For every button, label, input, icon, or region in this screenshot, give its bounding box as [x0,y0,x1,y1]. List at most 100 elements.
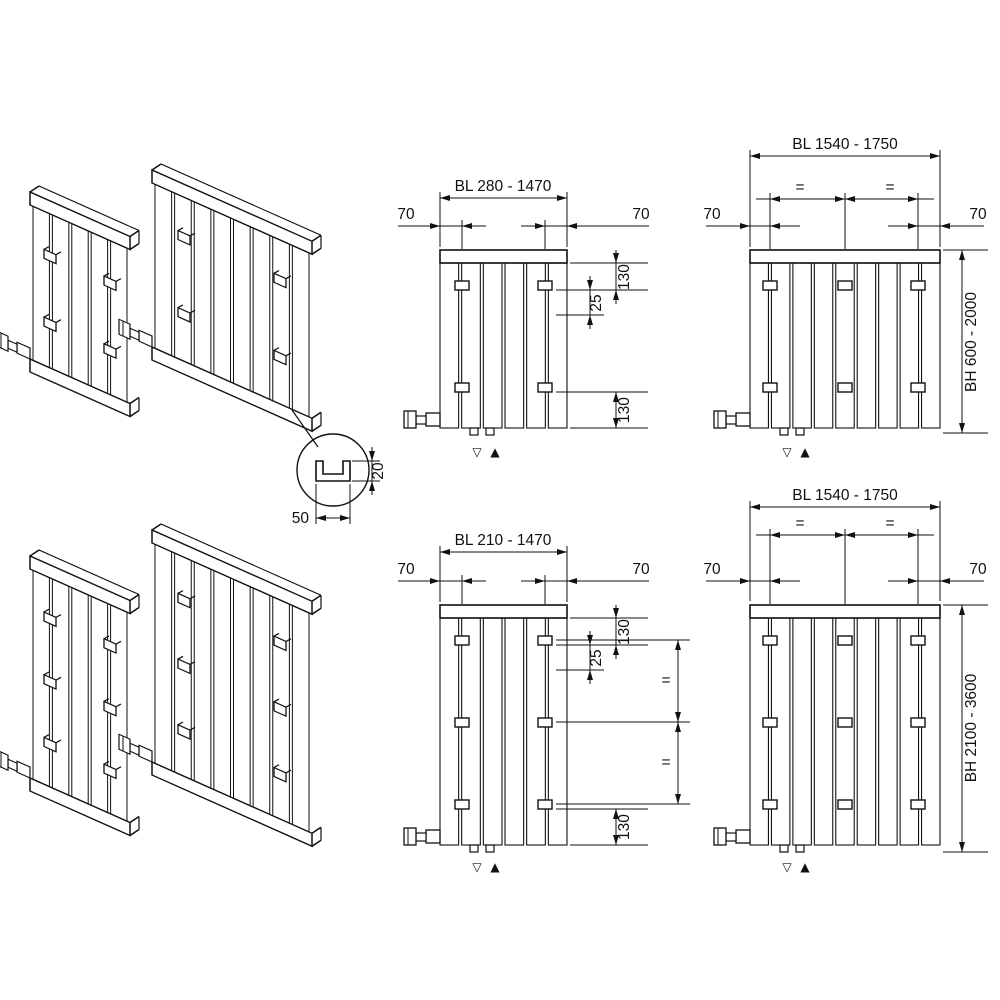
label-bl-bottom-narrow: BL 210 - 1470 [455,532,552,549]
arrowhead [440,195,450,201]
depth-edge [129,606,140,615]
depth-edge [273,347,280,351]
radiator-slat [547,262,568,429]
depth-edge [177,655,184,660]
vent-open-symbol: ▽ [472,445,482,459]
label-25-top-narrow: 25 [588,294,605,311]
arrowhead [675,712,681,722]
radiator-slat [482,262,503,429]
arrowhead [770,532,780,538]
arrowhead [613,835,619,845]
mounting-clip [910,799,926,810]
depth-edge [285,703,292,708]
arrowhead [587,280,593,290]
arrowhead [587,670,593,680]
valve-handwheel [403,410,417,429]
arrowhead [430,223,440,229]
mounting-clip [43,611,57,628]
radiator-slat [482,617,503,846]
label-profile-depth: 20 [370,462,387,480]
depth-edge [161,163,321,236]
valve-body [735,412,751,427]
depth-edge [189,726,196,731]
radiator-slat [51,214,70,377]
mounting-clip [103,700,117,717]
radiator-slat [272,236,290,409]
arrowhead [613,418,619,428]
mounting-clip [910,280,926,291]
radiator-slat [813,262,834,429]
radiator-slat [154,543,173,772]
radiator-slat [835,617,855,846]
radiator-slat [856,617,877,846]
depth-edge [103,635,110,640]
depth-edge [311,826,322,834]
valve-nut [7,339,18,354]
arrowhead [613,608,619,618]
depth-edge [189,232,196,237]
mounting-clip [43,673,57,691]
radiator-slat [32,205,50,369]
label-70-left-top-wide: 70 [703,206,721,223]
mounting-clip [537,280,553,291]
arrowhead [835,532,845,538]
radiator-slat [526,617,546,846]
label-eq-left-top-wide: = [795,179,804,196]
arrowhead [770,223,780,229]
depth-edge [285,638,292,642]
arrowhead [340,515,350,521]
radiator-slat [193,201,212,374]
mounting-clip [537,382,553,393]
detail-callout-drawing [291,409,380,524]
arrowhead [613,290,619,300]
depth-edge [29,185,40,193]
radiator-slat [749,617,769,846]
mounting-clip [762,280,778,291]
arrowhead [930,153,940,159]
arrowhead [959,605,965,615]
radiator-slat [272,596,290,824]
bottom-rail [29,357,131,418]
mounting-clip [177,658,191,675]
arrowhead [369,481,375,491]
vent-filled-symbol: ▲ [490,445,500,459]
arrowhead [587,315,593,325]
depth-edge [129,229,140,238]
depth-edge [29,549,40,557]
valve-body [138,744,153,763]
label-70-left-top-narrow: 70 [397,206,415,223]
depth-edge [43,246,50,250]
bottom-plug [795,844,805,853]
arrowhead [557,195,567,201]
depth-edge [103,272,110,277]
mounting-clip [762,799,778,810]
depth-edge [129,828,140,837]
depth-edge [115,345,122,350]
radiator-slat [90,231,109,395]
mounting-clip [454,382,470,393]
valve-nut [129,742,140,757]
depth-edge [311,424,322,432]
valve-handwheel [118,733,131,756]
label-130-top-bottom-narrow: 130 [616,619,633,645]
isometric-views [0,163,322,848]
radiator-slat [749,262,769,429]
radiator-slat [193,561,212,789]
mounting-clip [837,799,853,810]
arrowhead [462,578,472,584]
label-bl-bottom-wide: BL 1540 - 1750 [792,487,898,504]
bottom-plug [779,844,789,853]
vent-filled-symbol: ▲ [490,860,500,874]
arrowhead [535,578,545,584]
label-130-top-top-narrow: 130 [616,264,633,290]
radiator-slat [504,262,525,429]
arrowhead [908,223,918,229]
radiator-header-bar [749,604,941,619]
arrowhead [740,578,750,584]
radiator-slat [71,586,89,805]
arrowhead [316,515,326,521]
label-eq-left-bottom-wide: = [795,515,804,532]
leader-line [291,409,319,448]
label-70-left-bottom-wide: 70 [703,561,721,578]
